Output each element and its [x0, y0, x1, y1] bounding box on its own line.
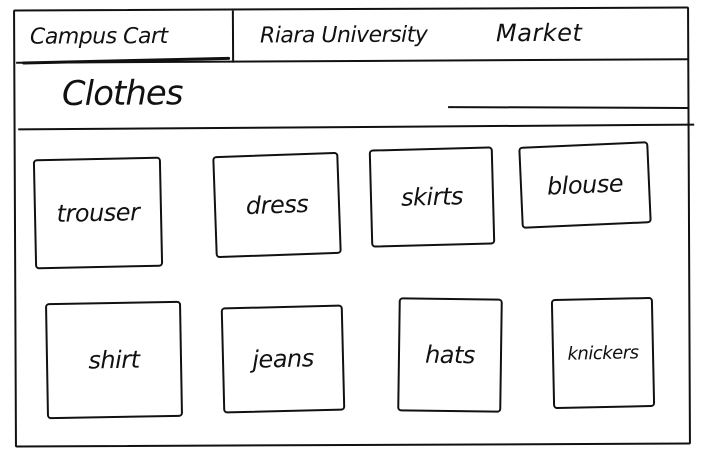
category-bar: Clothes — [17, 63, 695, 131]
product-label: skirts — [400, 182, 464, 212]
brand-name: Campus Cart — [29, 23, 168, 50]
product-tile-blouse[interactable]: blouse — [518, 141, 652, 229]
product-label: trouser — [56, 198, 140, 228]
product-tile-trouser[interactable]: trouser — [32, 156, 164, 270]
product-label: jeans — [251, 344, 315, 374]
product-tile-shirt[interactable]: shirt — [44, 300, 184, 420]
product-tile-dress[interactable]: dress — [212, 151, 342, 259]
product-label: knickers — [567, 341, 639, 365]
product-label: hats — [424, 340, 476, 370]
product-tile-hats[interactable]: hats — [397, 297, 503, 413]
product-tile-skirts[interactable]: skirts — [368, 146, 496, 248]
header-bar: Campus Cart Riara University Market — [15, 8, 689, 65]
divider-stroke — [448, 106, 689, 109]
product-tile-jeans[interactable]: jeans — [220, 304, 346, 414]
brand-logo[interactable]: Campus Cart — [15, 10, 235, 64]
product-tile-knickers[interactable]: knickers — [550, 296, 656, 410]
category-title: Clothes — [61, 73, 183, 115]
product-label: shirt — [88, 345, 140, 375]
market-link[interactable]: Market — [495, 18, 583, 48]
product-label: dress — [245, 189, 309, 221]
university-name: Riara University — [259, 22, 428, 49]
product-label: blouse — [546, 169, 624, 201]
